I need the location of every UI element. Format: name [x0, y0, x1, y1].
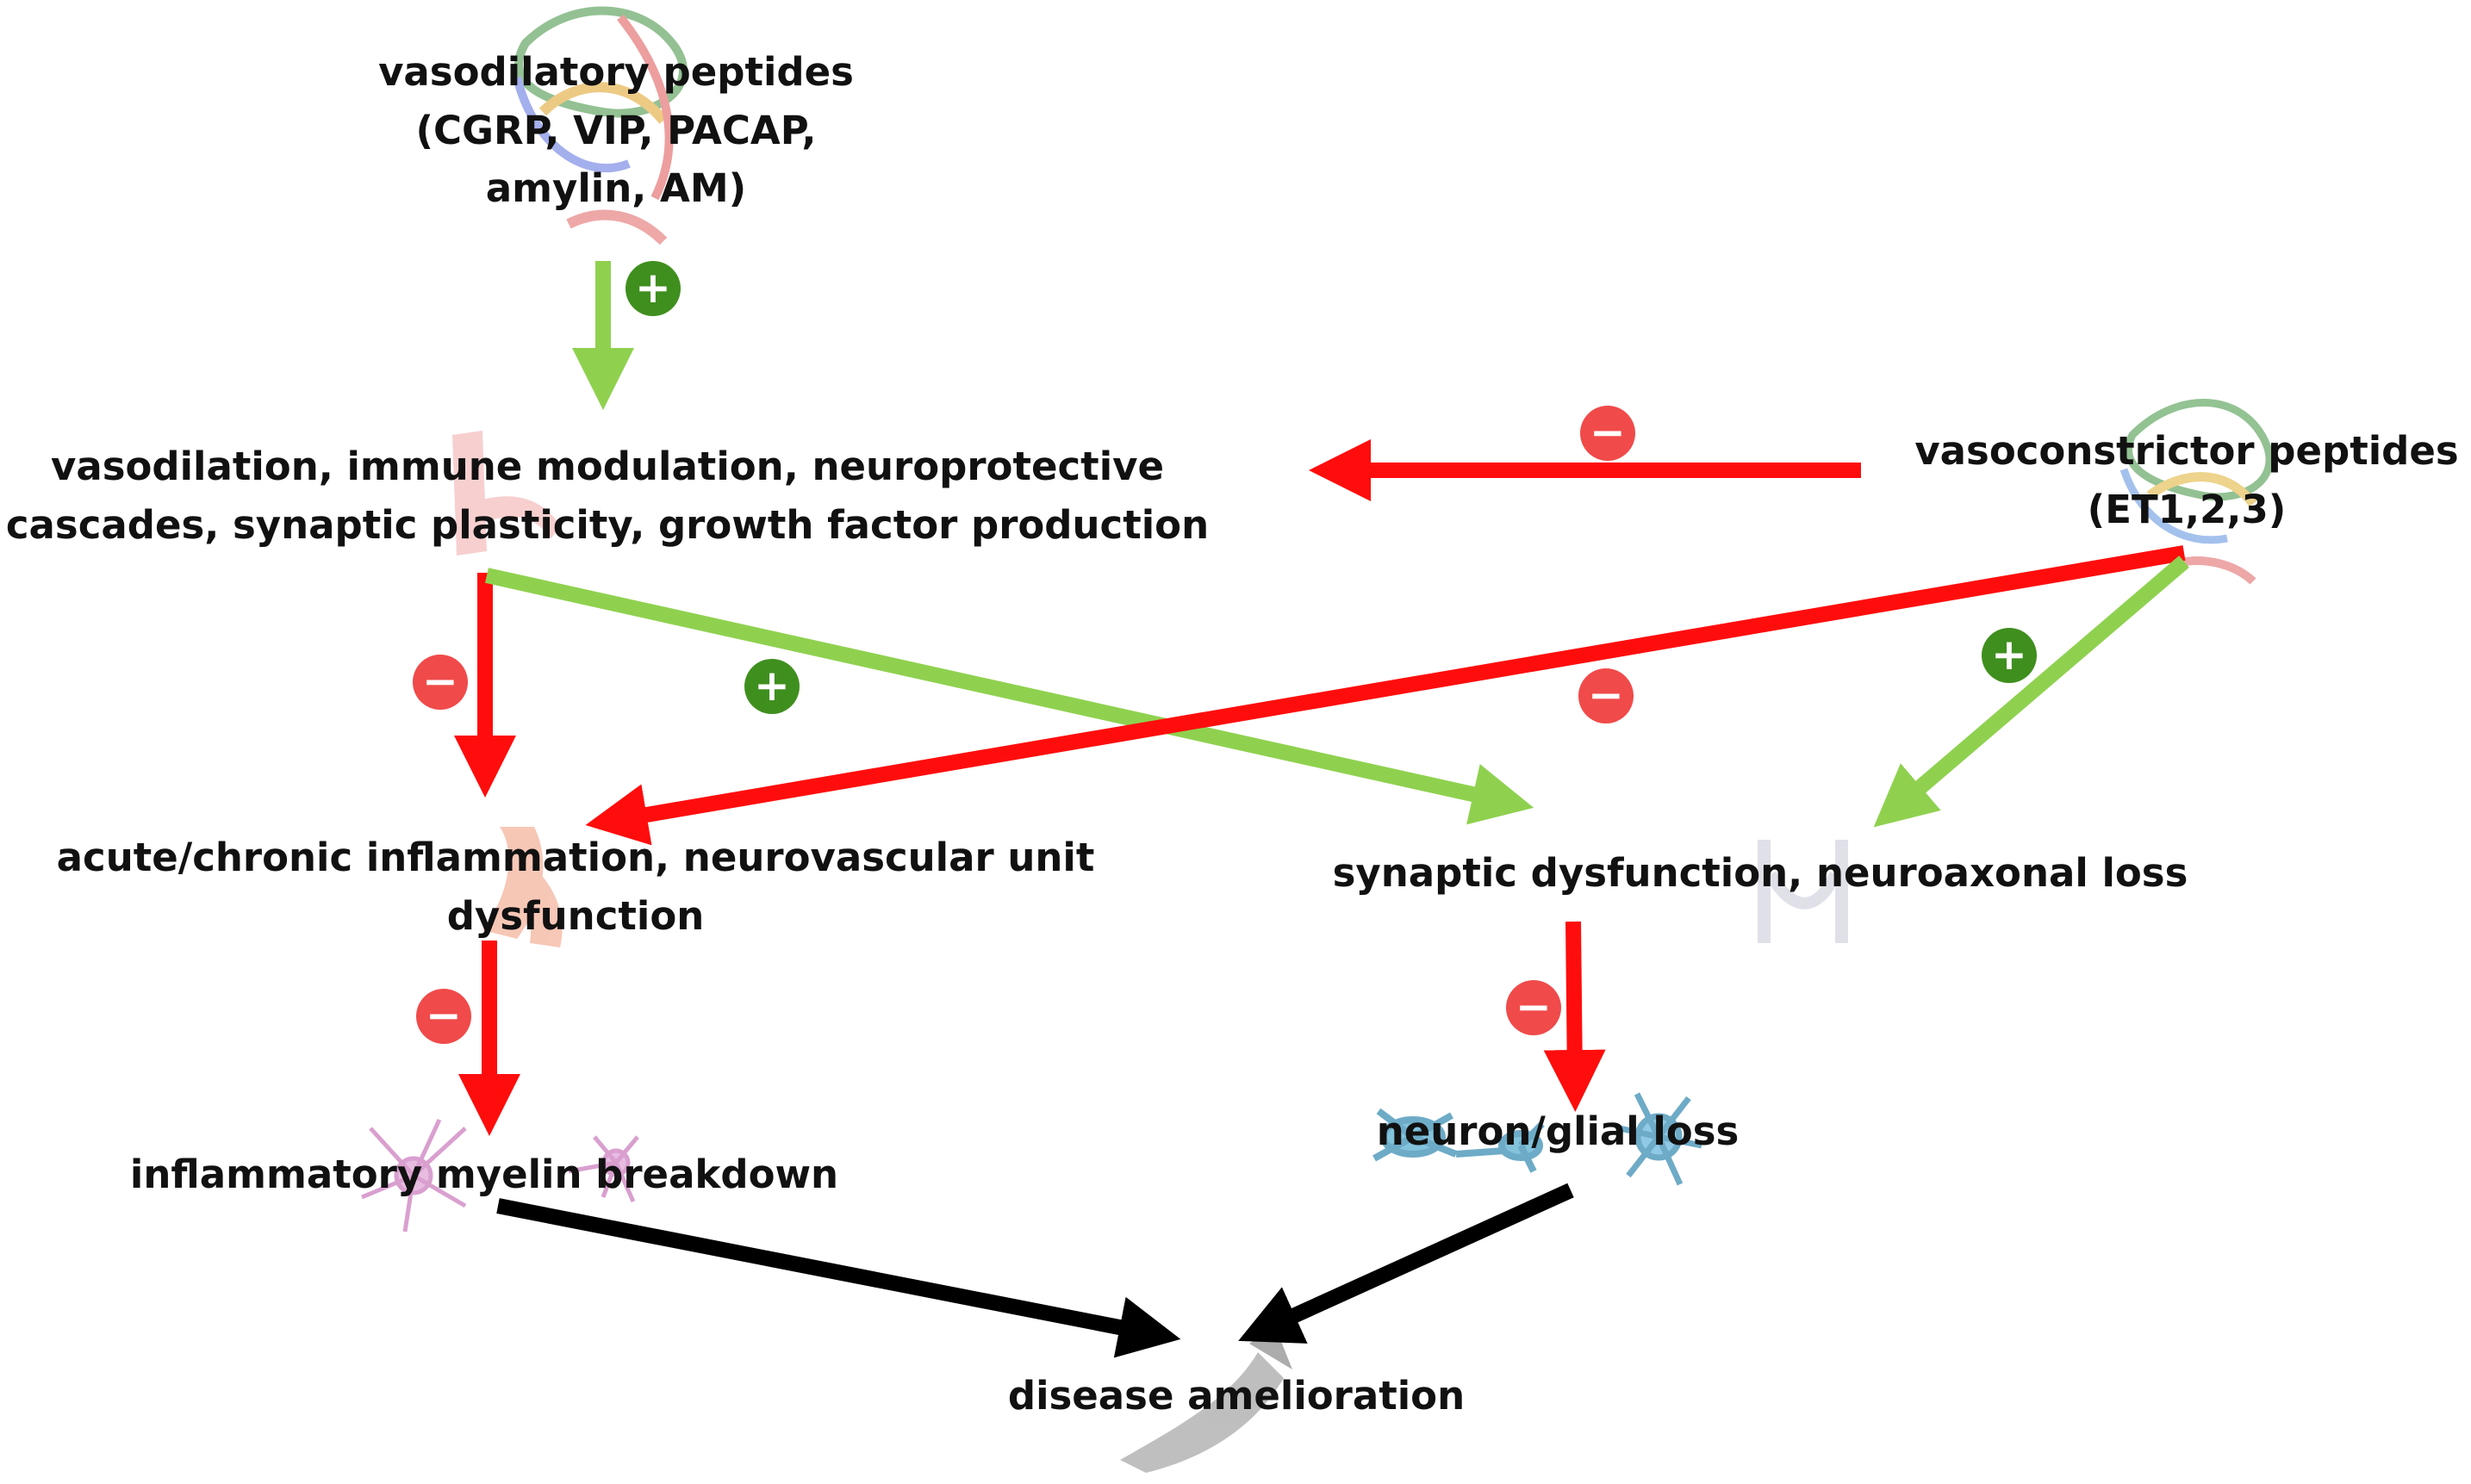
plus-sign: + — [1991, 630, 2027, 680]
node-line: vasodilation, immune modulation, neuropr… — [51, 444, 1164, 489]
minus-sign: − — [1590, 407, 1626, 457]
arrow-protective-to-synaptic — [485, 568, 1534, 825]
minus-badge: − — [416, 989, 471, 1044]
minus-sign: − — [1516, 982, 1552, 1032]
node-vasoconstrictor-peptides: vasoconstrictor peptides (ET1,2,3) — [1914, 422, 2458, 538]
plus-sign: + — [635, 263, 671, 313]
protein-structure-icon — [2119, 399, 2274, 585]
plus-badge: + — [744, 659, 800, 714]
oligodendrocyte-icon — [361, 1118, 639, 1233]
arrow-myelin-to-disease — [496, 1198, 1181, 1358]
node-myelin-breakdown: inflammatory myelin breakdown — [130, 1146, 838, 1204]
plus-badge: + — [626, 261, 681, 316]
node-line: (ET1,2,3) — [2087, 486, 2287, 532]
node-line: amylin, AM) — [485, 165, 747, 211]
plus-badge: + — [1982, 628, 2037, 683]
node-inflammation: acute/chronic inflammation, neurovascula… — [57, 829, 1095, 945]
blood-vessel-icon — [482, 827, 563, 947]
node-line: disease amelioration — [1007, 1373, 1466, 1419]
microglia-icon — [1372, 1108, 1545, 1173]
minus-badge: − — [1506, 980, 1561, 1035]
node-line: cascades, synaptic plasticity, growth fa… — [5, 501, 1210, 548]
minus-sign: − — [1588, 670, 1624, 720]
synapse-icon — [1758, 840, 1848, 943]
node-line: neuron/glial loss — [1376, 1108, 1740, 1154]
node-line: (CGRP, VIP, PACAP, — [415, 107, 817, 153]
node-neuron-glial-loss: neuron/glial loss — [1377, 1102, 1740, 1161]
node-synaptic-dysfunction: synaptic dysfunction, neuroaxonal loss — [1333, 844, 2188, 903]
node-disease-amelioration: disease amelioration — [1008, 1367, 1465, 1425]
node-vasodilatory-peptides: vasodilatory peptides (CGRP, VIP, PACAP,… — [378, 43, 854, 218]
node-line: inflammatory myelin breakdown — [129, 1152, 839, 1197]
astrocyte-icon — [1619, 1092, 1702, 1186]
arrow-neuron-to-disease — [1238, 1183, 1574, 1344]
arrow-vasoconstrictor-to-synaptic — [1873, 556, 2189, 828]
minus-badge: − — [1580, 406, 1635, 461]
minus-sign: − — [426, 990, 462, 1040]
node-protective-effects: vasodilation, immune modulation, neuropr… — [6, 438, 1209, 554]
minus-sign: − — [422, 656, 458, 706]
node-line: vasodilatory peptides — [378, 49, 854, 95]
plus-sign: + — [754, 661, 790, 711]
minus-badge: − — [413, 655, 468, 710]
protein-structure-icon — [513, 6, 688, 245]
minus-badge: − — [1578, 668, 1634, 723]
node-line: dysfunction — [446, 892, 705, 939]
blood-vessel-icon — [452, 431, 560, 556]
node-line: acute/chronic inflammation, neurovascula… — [56, 835, 1095, 880]
node-line: vasoconstrictor peptides — [1914, 428, 2459, 474]
arrow-vasoconstrictor-to-inflammation — [585, 545, 2186, 846]
arrow-synaptic-to-neuron — [1543, 921, 1606, 1112]
node-line: synaptic dysfunction, neuroaxonal loss — [1332, 850, 2188, 896]
